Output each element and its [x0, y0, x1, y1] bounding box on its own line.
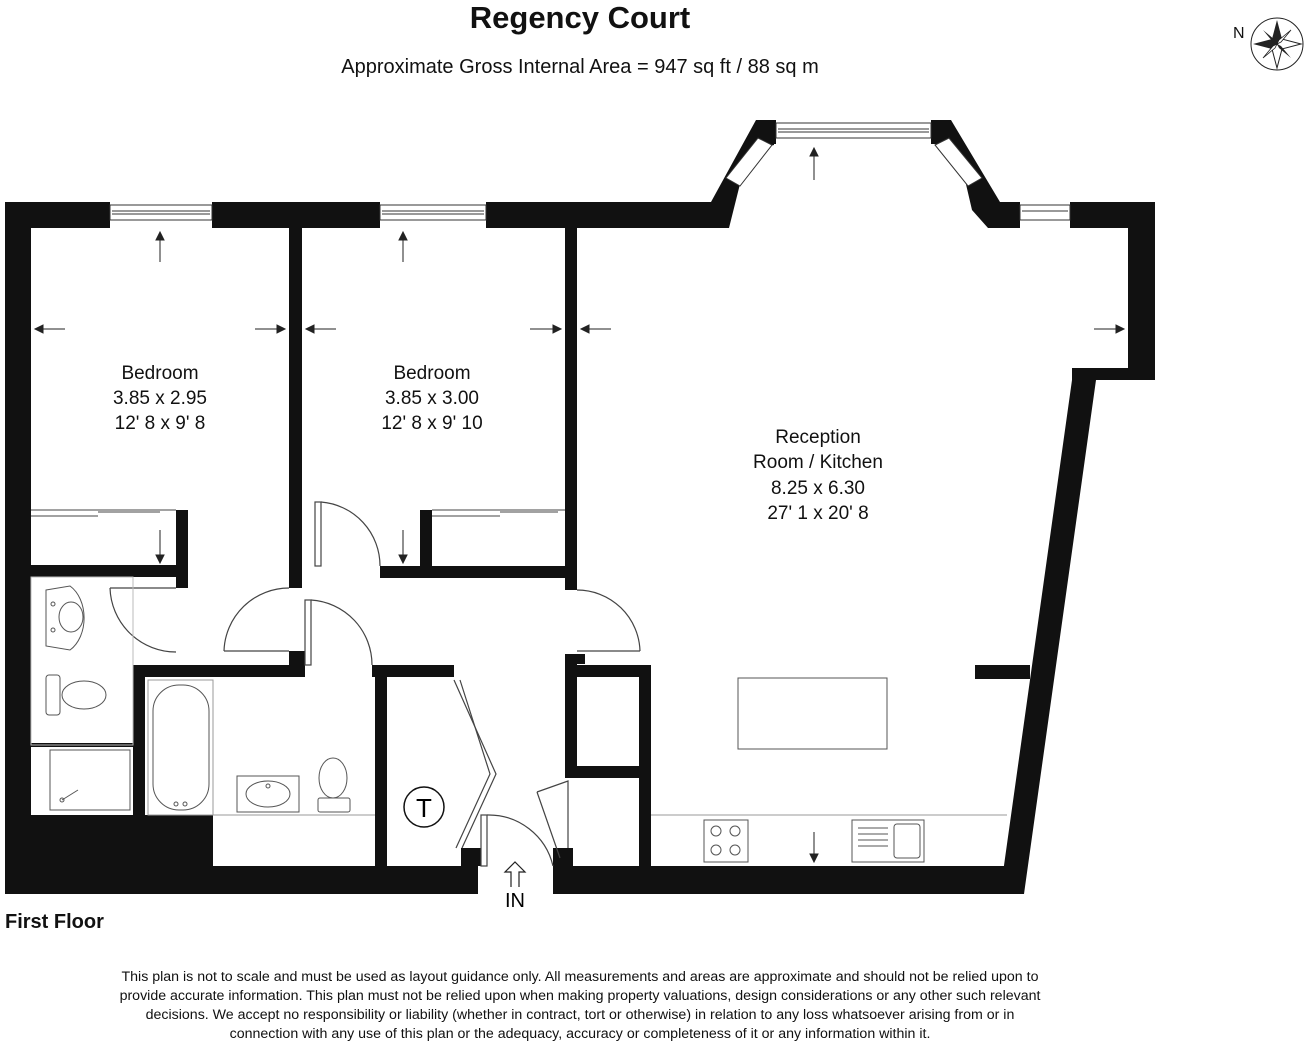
room-metric: 8.25 x 6.30: [771, 478, 865, 499]
disclaimer-line: This plan is not to scale and must be us…: [121, 969, 1039, 985]
compass-north-label: N: [1233, 25, 1245, 42]
window-bay-right: [934, 137, 983, 187]
interior-walls: [31, 228, 1030, 876]
door-bathroom: [223, 587, 290, 652]
bathroom-fixtures: [147, 679, 375, 816]
shower-tray-icon: [49, 749, 131, 811]
kitchen-island: [737, 677, 888, 750]
room-imperial: 27' 1 x 20' 8: [767, 503, 868, 524]
entrance-label: IN: [505, 890, 525, 912]
room-name: Room / Kitchen: [753, 452, 883, 473]
window-bedroom-2: [379, 204, 487, 221]
basin-icon: [45, 585, 85, 651]
room-name: Bedroom: [121, 363, 198, 384]
cylinder-cupboard-marker: T: [403, 786, 445, 828]
cupboard-marker-text: T: [416, 793, 432, 823]
room-imperial: 12' 8 x 9' 8: [115, 413, 206, 434]
sink-icon: [851, 819, 925, 863]
door-reception: [576, 589, 641, 652]
kitchen-fixtures: [651, 677, 1007, 863]
room-metric: 3.85 x 3.00: [385, 388, 479, 409]
door-bedroom-2: [314, 501, 381, 567]
door-bedroom-1: [109, 587, 177, 653]
window-reception-right: [1019, 204, 1071, 221]
disclaimer: This plan is not to scale and must be us…: [40, 968, 1120, 1044]
basin-bowl-icon: [58, 601, 84, 633]
door-store: [536, 780, 569, 859]
room-label-bedroom-2: Bedroom 3.85 x 3.00 12' 8 x 9' 10: [381, 363, 482, 434]
disclaimer-line: decisions. We accept no responsibility o…: [145, 1007, 1015, 1023]
hob-icon: [703, 819, 749, 863]
disclaimer-line: provide accurate information. This plan …: [119, 988, 1041, 1004]
room-imperial: 12' 8 x 9' 10: [381, 413, 482, 434]
toilet-cistern-icon: [45, 674, 61, 716]
door-entrance: [480, 814, 554, 867]
windows: [109, 122, 1071, 221]
plan-title: Regency Court: [469, 0, 691, 35]
wardrobes: [31, 509, 565, 517]
room-label-bedroom-1: Bedroom 3.85 x 2.95 12' 8 x 9' 8: [113, 363, 207, 434]
compass-rose-icon: [1250, 17, 1304, 71]
entrance-arrow-icon: [503, 861, 527, 887]
window-bedroom-1: [109, 204, 213, 221]
room-name: Bedroom: [393, 363, 470, 384]
window-bay-center: [775, 122, 932, 139]
door-wc: [304, 599, 373, 666]
dimension-arrows: [33, 146, 1126, 864]
bathroom-basin-icon: [236, 775, 300, 813]
disclaimer-line: connection with any use of this plan or …: [229, 1026, 931, 1042]
bathroom-toilet-icon: [318, 757, 348, 799]
window-bay-left: [725, 137, 773, 187]
toilet-bowl-icon: [61, 680, 107, 710]
door-cupboard-bifold: [453, 679, 497, 849]
room-label-reception: Reception Room / Kitchen 8.25 x 6.30 27'…: [753, 427, 883, 524]
bath-icon: [152, 684, 210, 811]
doors: [109, 501, 641, 867]
plan-area-subtitle: Approximate Gross Internal Area = 947 sq…: [341, 56, 819, 78]
floor-label: First Floor: [5, 911, 104, 933]
room-metric: 3.85 x 2.95: [113, 388, 207, 409]
room-name: Reception: [775, 427, 861, 448]
en-suite-fixtures: [30, 576, 134, 811]
